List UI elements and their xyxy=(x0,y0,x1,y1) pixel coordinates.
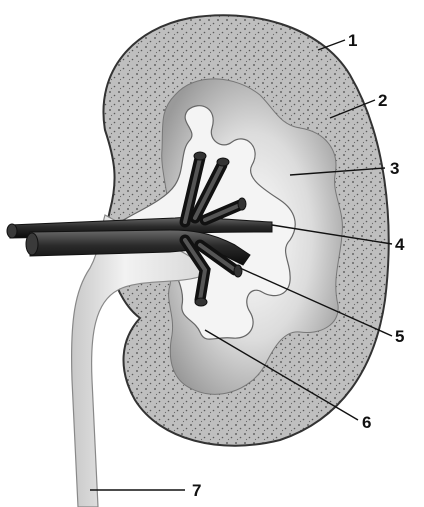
label-5: 5 xyxy=(395,327,404,346)
label-1: 1 xyxy=(348,31,357,50)
label-3: 3 xyxy=(390,159,399,178)
label-7: 7 xyxy=(192,481,201,500)
label-6: 6 xyxy=(362,413,371,432)
label-2: 2 xyxy=(378,91,387,110)
label-4: 4 xyxy=(395,235,405,254)
